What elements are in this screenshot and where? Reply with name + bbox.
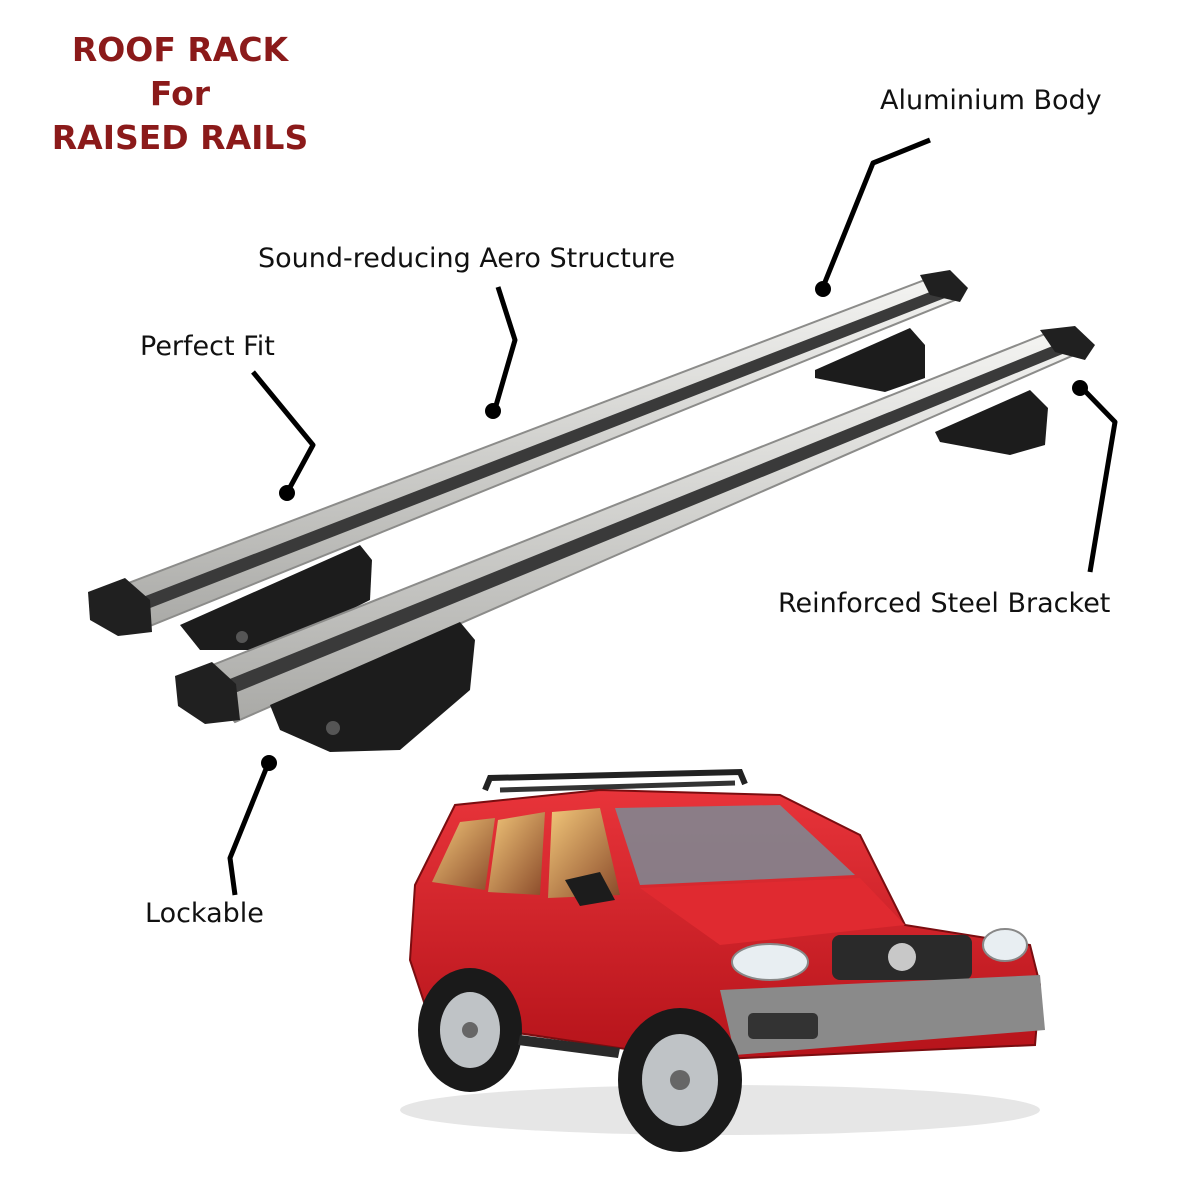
front-crossbar [175, 326, 1095, 752]
rear-right-endcap [920, 270, 968, 302]
windshield [615, 805, 855, 885]
rear-bar-groove [130, 290, 945, 612]
leader-perfect-fit [251, 370, 316, 493]
front-right-bracket [935, 390, 1048, 455]
callout-aero-structure: Sound-reducing Aero Structure [258, 243, 676, 274]
dot-perfect-fit [279, 485, 295, 501]
roof-crossbar-small [499, 780, 736, 793]
dot-aluminium-body [815, 281, 831, 297]
product-title: ROOF RACK For RAISED RAILS [40, 28, 320, 160]
rear-right-bracket [815, 328, 925, 392]
title-line-2: For [149, 74, 211, 113]
side-window-mid [488, 812, 545, 895]
dot-lockable [261, 755, 277, 771]
front-left-bracket [270, 622, 475, 752]
badge [888, 943, 916, 971]
headlight-left [731, 943, 809, 981]
callout-lockable: Lockable [145, 898, 264, 929]
leader-steel-bracket [1081, 387, 1118, 573]
rear-left-endcap [88, 578, 152, 636]
lock-cylinder [326, 721, 340, 735]
red-suv [400, 768, 1045, 1152]
rear-crossbar [88, 270, 968, 650]
callout-steel-bracket: Reinforced Steel Bracket [778, 588, 1111, 619]
side-window-front [548, 808, 620, 898]
leader-lockable [227, 763, 271, 896]
callout-dots [261, 281, 1088, 771]
hood [640, 878, 905, 945]
callout-leaders [227, 137, 1118, 896]
dot-steel-bracket [1072, 380, 1088, 396]
callout-aluminium-body: Aluminium Body [880, 85, 1102, 116]
rear-left-bracket [180, 545, 372, 650]
leader-aero-structure [492, 286, 518, 410]
roof-rail [482, 768, 748, 792]
front-wheel [618, 1008, 742, 1152]
fog-light [748, 1013, 818, 1039]
headlight-right [982, 928, 1028, 962]
side-mirror [565, 872, 615, 906]
callout-perfect-fit: Perfect Fit [140, 331, 275, 362]
rear-wheel [418, 968, 522, 1092]
side-window-rear [432, 818, 495, 890]
dot-aero-structure [485, 403, 501, 419]
leader-aluminium-body [820, 137, 931, 288]
title-line-3: RAISED RAILS [51, 118, 309, 157]
front-bar-groove [215, 345, 1065, 697]
front-right-endcap [1040, 326, 1095, 360]
front-left-endcap [175, 662, 240, 724]
running-board [518, 1035, 620, 1058]
title-line-1: ROOF RACK [71, 30, 289, 69]
lock-cylinder-rear [236, 631, 248, 643]
